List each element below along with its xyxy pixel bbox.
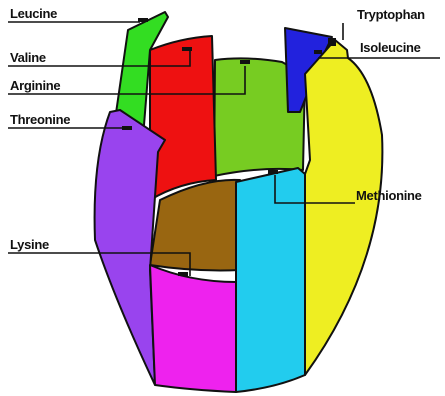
methionine-segment <box>236 168 305 392</box>
lysine-segment <box>150 265 236 392</box>
valine-segment <box>150 36 216 200</box>
label-tryptophan: Tryptophan <box>357 7 425 22</box>
label-threonine: Threonine <box>10 112 70 127</box>
label-arginine: Arginine <box>10 78 60 93</box>
label-methionine: Methionine <box>356 188 422 203</box>
isoleucine-segment <box>305 40 382 375</box>
label-leucine: Leucine <box>10 6 57 21</box>
label-lysine: Lysine <box>10 237 49 252</box>
label-isoleucine: Isoleucine <box>360 40 421 55</box>
label-valine: Valine <box>10 50 46 65</box>
